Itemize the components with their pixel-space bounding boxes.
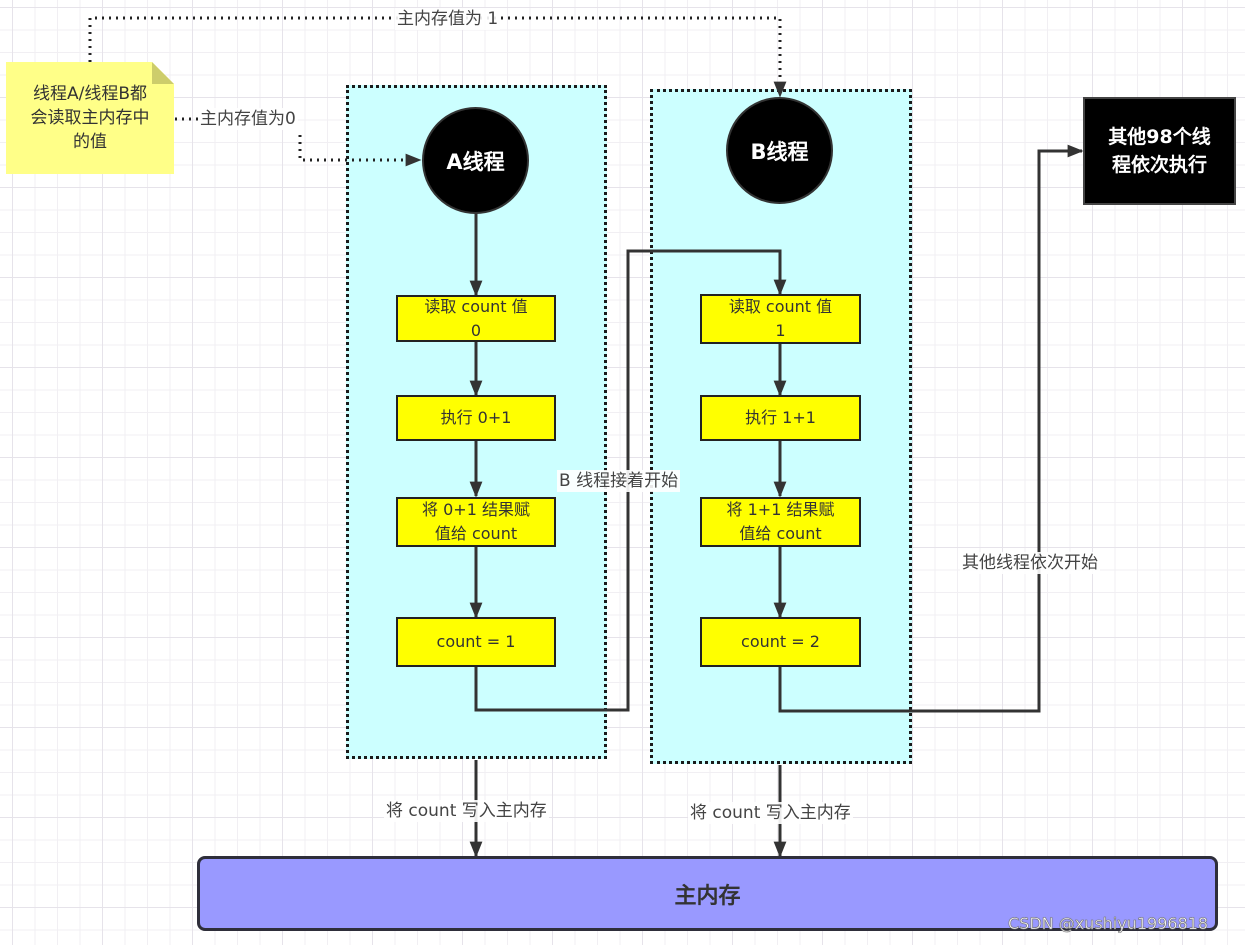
- step-b-read-text: 读取 count 值 1: [728, 297, 833, 340]
- step-b-count[interactable]: count = 2: [700, 617, 861, 667]
- step-a-assign-text: 将 0+1 结果赋 值给 count: [422, 500, 530, 543]
- thread-a-label: A线程: [446, 149, 505, 174]
- edge-memory-to-b[interactable]: [88, 16, 787, 98]
- label-b-thread-starts: B 线程接着开始: [557, 470, 681, 492]
- main-memory[interactable]: 主内存: [197, 856, 1218, 931]
- watermark: CSDN @xushiyu1996818: [1008, 914, 1209, 934]
- step-a-exec[interactable]: 执行 0+1: [396, 395, 556, 441]
- main-memory-label: 主内存: [674, 883, 741, 909]
- label-write-a: 将 count 写入主内存: [384, 800, 549, 822]
- other-threads-box[interactable]: 其他98个线 程依次执行: [1083, 97, 1236, 205]
- step-b-exec-text: 执行 1+1: [745, 408, 816, 427]
- step-b-count-text: count = 2: [741, 632, 820, 651]
- label-memory-value-0: 主内存值为0: [198, 108, 298, 130]
- label-others-start: 其他线程依次开始: [960, 552, 1100, 574]
- step-a-assign[interactable]: 将 0+1 结果赋 值给 count: [396, 497, 556, 547]
- step-a-exec-text: 执行 0+1: [440, 408, 512, 427]
- step-b-read[interactable]: 读取 count 值 1: [700, 294, 861, 344]
- step-b-exec[interactable]: 执行 1+1: [700, 395, 861, 441]
- label-memory-value-1: 主内存值为 1: [395, 8, 501, 30]
- edge-memory-to-a[interactable]: [175, 117, 420, 160]
- note-text: 线程A/线程B都 会读取主内存中 的值: [30, 84, 150, 152]
- step-a-read-text: 读取 count 值 0: [424, 296, 528, 340]
- step-a-count-text: count = 1: [436, 632, 516, 651]
- label-write-b: 将 count 写入主内存: [688, 802, 853, 824]
- step-b-assign[interactable]: 将 1+1 结果赋 值给 count: [700, 497, 861, 547]
- thread-b-node[interactable]: B线程: [726, 97, 833, 204]
- step-a-count[interactable]: count = 1: [396, 617, 556, 667]
- edge-b-to-others[interactable]: [778, 144, 1084, 713]
- step-a-read[interactable]: 读取 count 值 0: [396, 295, 556, 342]
- step-b-assign-text: 将 1+1 结果赋 值给 count: [726, 500, 835, 543]
- note-shared-memory[interactable]: 线程A/线程B都 会读取主内存中 的值: [6, 62, 174, 174]
- thread-a-node[interactable]: A线程: [422, 107, 529, 214]
- thread-b-label: B线程: [750, 139, 809, 164]
- other-threads-text: 其他98个线 程依次执行: [1108, 126, 1211, 176]
